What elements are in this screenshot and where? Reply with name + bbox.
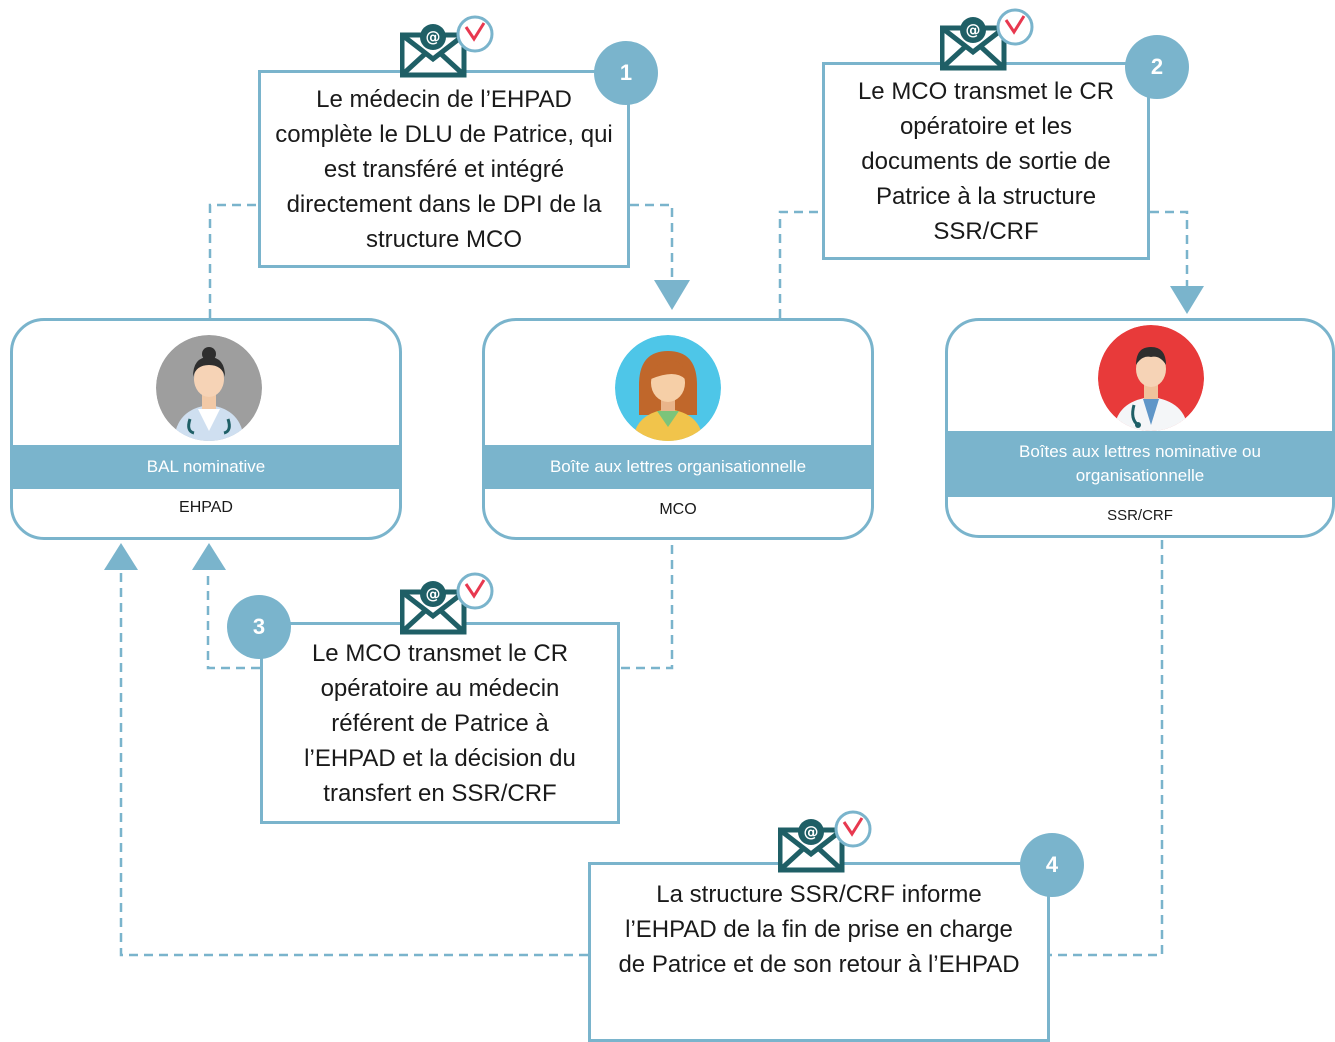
svg-text:@: @ [426,585,441,603]
step-2-text: Le MCO transmet le CR opératoire et les … [857,77,1115,245]
node-ssr-crf: Boîtes aux lettres nominative ou organis… [945,318,1335,538]
mailbox-type-band: Boîtes aux lettres nominative ou organis… [948,431,1332,497]
mailbox-type-band: BAL nominative [13,445,399,489]
at-icon [420,581,446,607]
mailbox-type-band: Boîte aux lettres organisationnelle [485,445,871,489]
woman-avatar [615,335,721,441]
connector-mco-step2 [778,210,822,318]
nurse-avatar [156,335,262,441]
step-4-badge: 4 [1020,833,1084,897]
svg-text:@: @ [426,28,441,46]
step-3-text: Le MCO transmet le CR opératoire au méde… [304,639,576,807]
arrowhead-to-mco [654,280,690,310]
step-2-box: Le MCO transmet le CR opératoire et les … [822,62,1150,260]
envelope-at-icon: @ [400,572,494,635]
step-1-box: Le médecin de l’EHPAD complète le DLU de… [258,70,630,268]
step-2-badge: 2 [1125,35,1189,99]
node-ehpad: BAL nominative EHPAD [10,318,402,540]
step-3-box: Le MCO transmet le CR opératoire au méde… [260,622,620,824]
connector-step2-ssr [1150,210,1189,286]
check-circle-icon [456,572,494,610]
connector-mco-step3 [620,545,674,670]
connector-step1-mco [630,203,674,280]
structure-name: MCO [659,501,697,518]
step-1-badge: 1 [594,41,658,105]
structure-name: SSR/CRF [1107,507,1173,524]
step-3-badge: 3 [227,595,291,659]
arrowhead-to-ehpad-step4 [104,543,138,570]
envelope-at-icon: @ [778,810,872,873]
check-circle-icon [456,15,494,53]
node-mco: Boîte aux lettres organisationnelle MCO [482,318,874,540]
step-4-text: La structure SSR/CRF informe l’EHPAD de … [618,881,1020,978]
arrowhead-to-ssr [1170,286,1204,314]
at-icon [420,24,446,50]
svg-text:@: @ [966,21,981,39]
check-circle-icon [834,810,872,848]
step-4-box: La structure SSR/CRF informe l’EHPAD de … [588,862,1050,1042]
envelope-at-icon: @ [400,15,494,78]
at-icon [960,17,986,43]
svg-text:@: @ [804,823,819,841]
envelope-at-icon: @ [940,8,1034,71]
at-icon [798,819,824,845]
arrowhead-to-ehpad-step3 [192,543,226,570]
structure-name: EHPAD [179,499,233,516]
check-circle-icon [996,8,1034,46]
doctor-avatar [1098,325,1204,431]
step-1-text: Le médecin de l’EHPAD complète le DLU de… [275,85,613,253]
connector-ehpad-step1 [208,203,258,318]
